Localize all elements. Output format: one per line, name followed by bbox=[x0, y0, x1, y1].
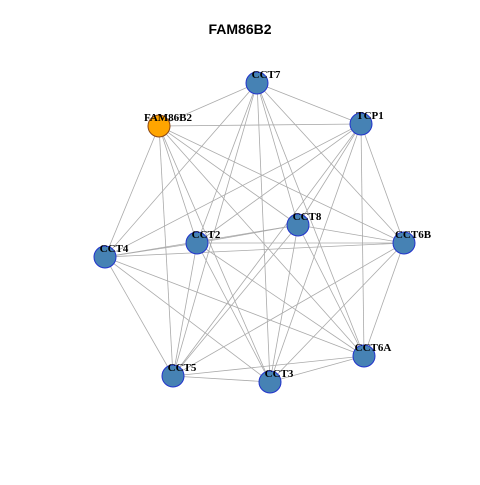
edge-fam86b2-cct4 bbox=[104, 125, 160, 258]
edge-cct6b-cct6a bbox=[363, 242, 405, 357]
node-label-tcp1: TCP1 bbox=[356, 110, 384, 122]
edge-cct8-cct6a bbox=[297, 224, 365, 357]
node-tcp1: TCP1 bbox=[349, 110, 384, 136]
edge-fam86b2-cct2 bbox=[158, 125, 198, 244]
node-fam86b2: FAM86B2 bbox=[144, 112, 193, 138]
node-label-cct3: CCT3 bbox=[265, 368, 294, 380]
edge-fam86b2-cct5 bbox=[158, 125, 174, 377]
edge-tcp1-cct6b bbox=[360, 123, 405, 244]
edge-cct6b-cct5 bbox=[172, 242, 405, 377]
node-circle-cct2 bbox=[185, 231, 209, 255]
diagram-title: FAM86B2 bbox=[208, 21, 272, 37]
edge-cct4-cct2 bbox=[104, 242, 198, 258]
edge-fam86b2-cct7 bbox=[158, 82, 258, 127]
node-cct6b: CCT6B bbox=[392, 229, 432, 255]
edge-tcp1-cct3 bbox=[269, 123, 362, 383]
node-label-cct6a: CCT6A bbox=[355, 342, 392, 354]
node-cct4: CCT4 bbox=[93, 243, 129, 269]
edge-cct7-cct8 bbox=[256, 82, 299, 226]
node-label-cct5: CCT5 bbox=[168, 362, 197, 374]
edge-cct7-tcp1 bbox=[256, 82, 362, 125]
edge-cct4-cct6b bbox=[104, 242, 405, 258]
node-cct3: CCT3 bbox=[258, 368, 294, 394]
edge-cct2-cct6a bbox=[196, 242, 365, 357]
node-circle-fam86b2 bbox=[147, 114, 171, 138]
edge-cct2-cct5 bbox=[172, 242, 198, 377]
edge-cct8-cct6b bbox=[297, 224, 405, 244]
edge-fam86b2-cct6b bbox=[158, 125, 405, 244]
node-circle-cct7 bbox=[245, 71, 269, 95]
node-cct8: CCT8 bbox=[286, 211, 322, 237]
edge-cct4-cct5 bbox=[104, 256, 174, 377]
edge-fam86b2-tcp1 bbox=[158, 123, 362, 127]
node-circle-cct6b bbox=[392, 231, 416, 255]
node-label-cct7: CCT7 bbox=[252, 69, 281, 81]
node-circle-tcp1 bbox=[349, 112, 373, 136]
edge-cct6a-cct3 bbox=[269, 355, 365, 383]
edge-cct5-cct3 bbox=[172, 375, 271, 383]
node-label-cct4: CCT4 bbox=[100, 243, 129, 255]
edge-cct8-cct3 bbox=[269, 224, 299, 383]
node-circle-cct8 bbox=[286, 213, 310, 237]
edge-cct4-cct6a bbox=[104, 256, 365, 357]
edge-cct6b-cct3 bbox=[269, 242, 405, 383]
node-label-fam86b2: FAM86B2 bbox=[144, 112, 193, 124]
node-circle-cct5 bbox=[161, 364, 185, 388]
edge-cct7-cct4 bbox=[104, 82, 258, 258]
node-label-cct2: CCT2 bbox=[192, 229, 221, 241]
edge-cct2-cct3 bbox=[196, 242, 271, 383]
edge-cct6a-cct5 bbox=[172, 355, 365, 377]
edge-cct8-cct5 bbox=[172, 224, 299, 377]
node-circle-cct6a bbox=[352, 344, 376, 368]
node-cct7: CCT7 bbox=[245, 69, 281, 95]
edge-cct7-cct2 bbox=[196, 82, 258, 244]
node-circle-cct3 bbox=[258, 370, 282, 394]
edge-cct7-cct6a bbox=[256, 82, 365, 357]
edge-cct7-cct3 bbox=[256, 82, 271, 383]
edge-cct8-cct2 bbox=[196, 224, 299, 244]
node-label-cct8: CCT8 bbox=[293, 211, 322, 223]
edge-tcp1-cct8 bbox=[297, 123, 362, 226]
node-label-cct6b: CCT6B bbox=[395, 229, 432, 241]
edge-tcp1-cct5 bbox=[172, 123, 362, 377]
edge-fam86b2-cct8 bbox=[158, 125, 299, 226]
edge-cct7-cct6b bbox=[256, 82, 405, 244]
edge-tcp1-cct6a bbox=[360, 123, 365, 357]
node-cct6a: CCT6A bbox=[352, 342, 392, 368]
edge-fam86b2-cct6a bbox=[158, 125, 365, 357]
node-circle-cct4 bbox=[93, 245, 117, 269]
node-cct2: CCT2 bbox=[185, 229, 221, 255]
edge-cct4-cct3 bbox=[104, 256, 271, 383]
node-cct5: CCT5 bbox=[161, 362, 197, 388]
edge-fam86b2-cct3 bbox=[158, 125, 271, 383]
edge-tcp1-cct2 bbox=[196, 123, 362, 244]
edge-tcp1-cct4 bbox=[104, 123, 362, 258]
